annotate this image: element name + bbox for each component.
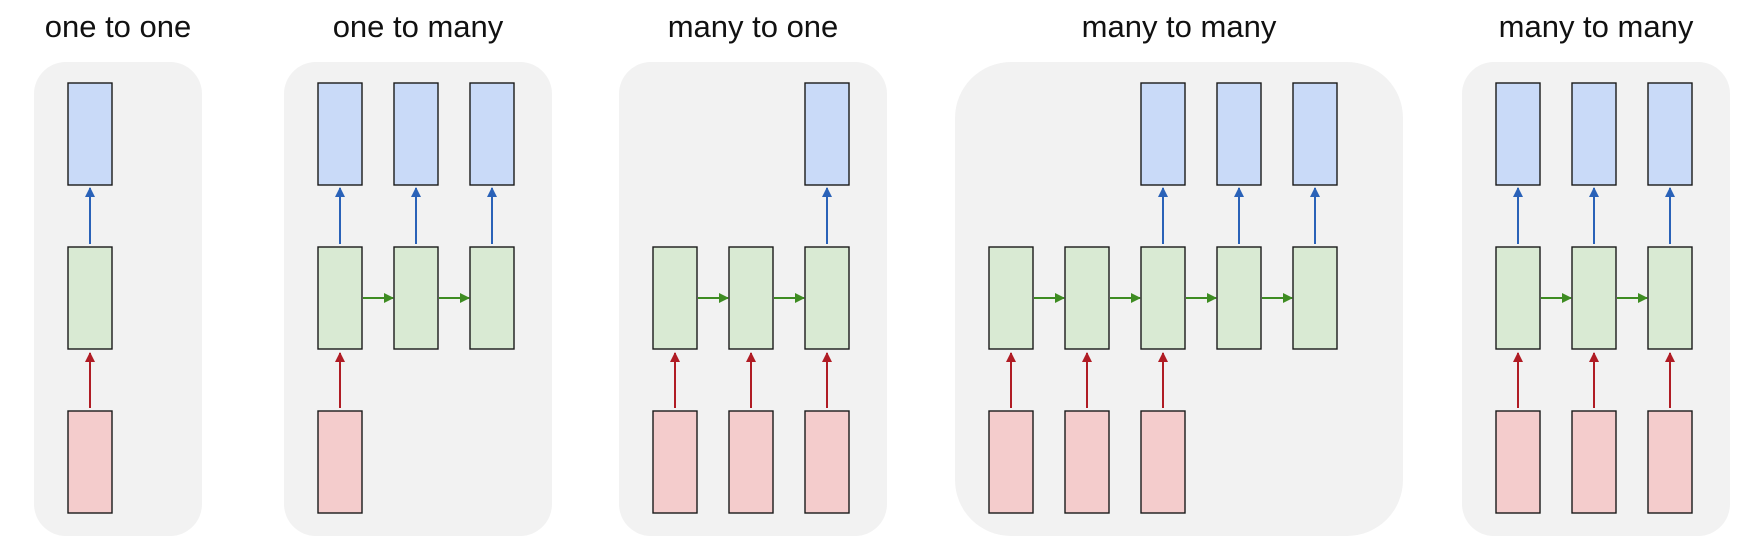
hidden-state-box [652, 246, 698, 350]
input-box [804, 410, 850, 514]
output-box [1571, 82, 1617, 186]
panel-background [34, 62, 202, 536]
input-box [67, 410, 113, 514]
panel-4: many to many [955, 9, 1403, 536]
output-box [804, 82, 850, 186]
input-box [988, 410, 1034, 514]
hidden-state-box [804, 246, 850, 350]
panel-title: many to many [1499, 9, 1694, 44]
output-box [1292, 82, 1338, 186]
output-box [1216, 82, 1262, 186]
panel-5: many to many [1462, 9, 1730, 536]
output-box [1140, 82, 1186, 186]
input-box [317, 410, 363, 514]
panel-3: many to one [619, 9, 887, 536]
output-box [67, 82, 113, 186]
panel-1: one to one [34, 9, 202, 536]
hidden-state-box [317, 246, 363, 350]
hidden-state-box [1647, 246, 1693, 350]
input-box [1495, 410, 1541, 514]
panel-title: one to one [45, 9, 192, 44]
input-box [1647, 410, 1693, 514]
hidden-state-box [469, 246, 515, 350]
input-box [1140, 410, 1186, 514]
panel-title: many to many [1082, 9, 1277, 44]
hidden-state-box [988, 246, 1034, 350]
hidden-state-box [393, 246, 439, 350]
input-box [1571, 410, 1617, 514]
hidden-state-box [1292, 246, 1338, 350]
hidden-state-box [67, 246, 113, 350]
hidden-state-box [1140, 246, 1186, 350]
hidden-state-box [1571, 246, 1617, 350]
hidden-state-box [728, 246, 774, 350]
panel-title: many to one [668, 9, 839, 44]
output-box [1495, 82, 1541, 186]
input-box [1064, 410, 1110, 514]
output-box [393, 82, 439, 186]
hidden-state-box [1495, 246, 1541, 350]
output-box [1647, 82, 1693, 186]
panel-title: one to many [333, 9, 504, 44]
input-box [728, 410, 774, 514]
hidden-state-box [1064, 246, 1110, 350]
hidden-state-box [1216, 246, 1262, 350]
input-box [652, 410, 698, 514]
panel-2: one to many [284, 9, 552, 536]
output-box [469, 82, 515, 186]
output-box [317, 82, 363, 186]
